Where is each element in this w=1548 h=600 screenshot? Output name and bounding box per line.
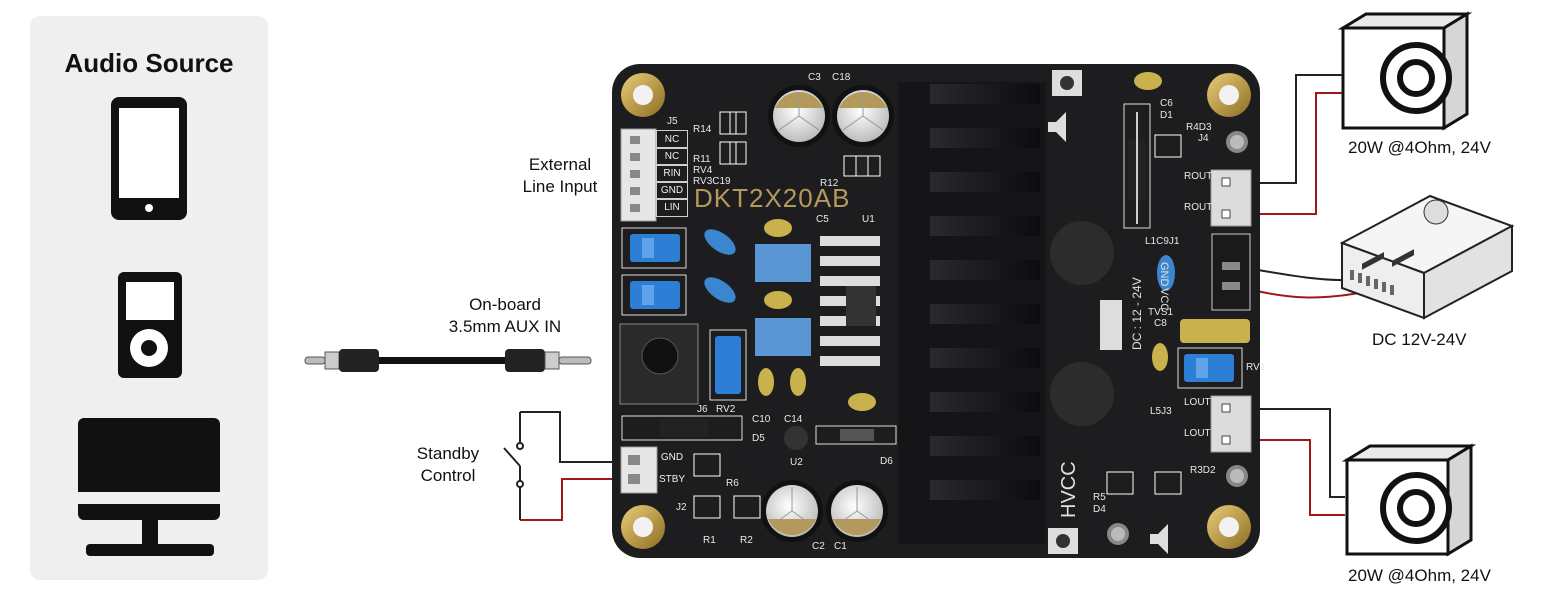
speaker-top-label: 20W @4Ohm, 24V (1348, 138, 1491, 157)
capacitor-c18 (832, 85, 894, 147)
board-name: DKT2X20AB (694, 183, 851, 213)
speaker-bottom-icon (1341, 443, 1477, 557)
j2-pin-gnd: GND (660, 452, 684, 463)
silk-r12: R12 (820, 178, 839, 189)
monitor-icon (78, 418, 220, 556)
silk-c5: C5 (816, 214, 829, 225)
silk-j4: J4 (1198, 133, 1209, 144)
silk-l1c9j1: L1C9J1 (1145, 236, 1180, 247)
lout-plus-label: LOUT (1184, 428, 1211, 439)
silk-rv2: RV2 (716, 404, 736, 415)
j5-pin-gnd: GND (656, 181, 688, 200)
silk-c1: C1 (834, 541, 847, 552)
j5-pin-nc-2: NC (656, 147, 688, 166)
aux-in-label: On-board 3.5mm AUX IN (448, 295, 562, 336)
silk-r5: R5 (1093, 492, 1106, 503)
silk-r4d3: R4D3 (1186, 122, 1212, 133)
rout-plus-label: ROUT (1184, 202, 1213, 213)
silk-c18: C18 (832, 72, 851, 83)
silk-rv3c19: RV3C19 (693, 176, 731, 187)
phone-icon (111, 97, 187, 220)
speaker-wires (1226, 74, 1345, 516)
mounting-hole (1207, 73, 1251, 117)
aux-cable-icon (304, 349, 592, 372)
silk-rv1: RV1 (1246, 362, 1266, 373)
j2-pin-stby: STBY (658, 474, 686, 485)
standby-control-label: Standby Control (416, 444, 480, 485)
heatsink (898, 82, 1046, 544)
dc-range-label: DC : 12 - 24V (1130, 277, 1144, 350)
power-supply-icon (1339, 194, 1515, 320)
standby-wires (520, 411, 632, 521)
trimmer-pot (621, 227, 687, 269)
speaker-top-icon (1337, 11, 1473, 131)
j5-pin-nc-1: NC (656, 130, 688, 149)
silk-rv4: RV4 (693, 165, 713, 176)
trimmer-pot (709, 329, 747, 401)
silk-l5j3: L5J3 (1150, 406, 1172, 417)
mounting-hole (621, 505, 665, 549)
external-line-input-label: External Line Input (522, 155, 598, 196)
silk-c2: C2 (812, 541, 825, 552)
silk-r1: R1 (703, 535, 716, 546)
silk-u1: U1 (862, 214, 875, 225)
silk-d4: D4 (1093, 504, 1106, 515)
hvcc-label: HVCC (1058, 461, 1080, 518)
silk-j2: J2 (676, 502, 687, 513)
silk-c6: C6 (1160, 98, 1173, 109)
j5-pin-rin: RIN (656, 164, 688, 183)
capacitor-c2 (761, 480, 823, 542)
silk-d5: D5 (752, 433, 765, 444)
silk-c10: C10 (752, 414, 771, 425)
silk-r3d2: R3D2 (1190, 465, 1216, 476)
silk-r6: R6 (726, 478, 739, 489)
audio-source-title: Audio Source (64, 48, 234, 78)
silk-c14: C14 (784, 414, 803, 425)
standby-switch (503, 412, 524, 520)
j5-pin-lin: LIN (656, 198, 688, 217)
trimmer-pot (621, 274, 687, 316)
capacitor-c3 (768, 85, 830, 147)
trimmer-pot (1177, 347, 1243, 389)
mounting-hole (1207, 505, 1251, 549)
power-pin-gnd: GND (1158, 262, 1170, 287)
capacitor-c1 (826, 480, 888, 542)
silk-d1: D1 (1160, 110, 1173, 121)
pcb-board (612, 64, 1260, 558)
speaker-bottom-label: 20W @4Ohm, 24V (1348, 566, 1491, 585)
silk-u2: U2 (790, 457, 803, 468)
silk-r11: R11 (693, 154, 711, 165)
silk-c3: C3 (808, 72, 821, 83)
mounting-hole (621, 73, 665, 117)
music-player-icon (118, 272, 182, 378)
power-supply-label: DC 12V-24V (1372, 330, 1467, 349)
silk-j6: J6 (697, 404, 708, 415)
lout-minus-label: LOUT (1184, 397, 1211, 408)
silk-j5: J5 (667, 116, 678, 127)
silk-tvs1: TVS1 (1148, 307, 1174, 318)
silk-c8: C8 (1154, 318, 1167, 329)
rout-minus-label: ROUT (1184, 171, 1213, 182)
silk-r2: R2 (740, 535, 753, 546)
silk-r14: R14 (693, 124, 712, 135)
silk-d6: D6 (880, 456, 893, 467)
